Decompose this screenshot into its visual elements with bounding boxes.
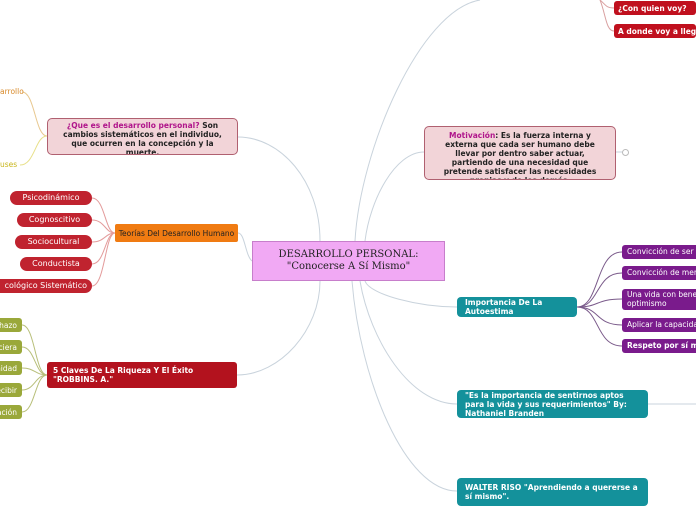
claves-item-label: chazo	[0, 320, 17, 330]
link-branden	[359, 280, 458, 405]
central-topic-line1: DESARROLLO PERSONAL:	[278, 249, 419, 260]
autoestima-item-conviccion-ser[interactable]: Convicción de ser co	[622, 245, 696, 259]
link-riso	[351, 280, 458, 492]
teorias-item-sociocultural[interactable]: Sociocultural	[15, 235, 92, 249]
claves-item-label: ecibir	[0, 385, 17, 395]
teorias-item-cognoscitivo[interactable]: Cognoscitivo	[17, 213, 92, 227]
link-auto-1	[576, 251, 623, 308]
link-top	[354, 0, 481, 242]
autoestima-item-conviccion-merecer[interactable]: Convicción de merec	[622, 266, 696, 280]
branden-node[interactable]: "Es la importancia de sentirnos aptos pa…	[457, 390, 648, 418]
autoestima-item-vida-benevolencia[interactable]: Una vida con benev optimismo	[622, 289, 696, 310]
link-claves	[236, 280, 321, 376]
autoestima-node[interactable]: Importancia De La Autoestima	[457, 297, 577, 317]
motivacion-title: Motivación	[449, 131, 496, 140]
definicion-answer: Son cambios sistemáticos en el individuo…	[63, 121, 222, 155]
a-donde-voy-node[interactable]: A donde voy a llegor	[614, 24, 696, 38]
left-leaf-uses[interactable]: uses	[0, 160, 18, 169]
link-cla-5	[21, 374, 48, 413]
link-def-sub1	[21, 91, 48, 137]
teorias-item-ecologico[interactable]: cológico Sistemático	[0, 279, 92, 293]
link-definicion	[237, 136, 321, 242]
link-top-sub1	[599, 0, 615, 9]
teorias-item-label: Sociocultural	[27, 237, 80, 247]
riso-label: WALTER RISO "Aprendiendo a quererse a sí…	[465, 483, 638, 501]
autoestima-label: Importancia De La Autoestima	[465, 298, 543, 316]
con-quien-voy-label: ¿Con quien voy?	[618, 3, 687, 13]
riso-node[interactable]: WALTER RISO "Aprendiendo a quererse a sí…	[457, 478, 648, 506]
link-auto-5	[576, 306, 623, 347]
autoestima-item-label: Aplicar la capacidad	[627, 319, 696, 329]
link-teo-2	[91, 219, 116, 234]
teorias-item-conductista[interactable]: Conductista	[20, 257, 92, 271]
autoestima-item-aplicar-capacidad[interactable]: Aplicar la capacidad	[622, 318, 696, 332]
motivacion-text: : Es la fuerza interna y externa que cad…	[443, 131, 597, 179]
link-auto-3	[576, 298, 623, 308]
a-donde-voy-label: A donde voy a llegor	[618, 26, 696, 36]
link-autoestima	[364, 280, 458, 308]
claves-item-comunidad[interactable]: nidad	[0, 361, 22, 375]
claves-item-financiera[interactable]: nciera	[0, 340, 22, 354]
autoestima-item-label: Convicción de merec	[627, 267, 696, 277]
link-auto-2	[576, 272, 623, 308]
branden-label: "Es la importancia de sentirnos aptos pa…	[465, 390, 627, 418]
claves-item-label: nidad	[0, 363, 17, 373]
teorias-item-label: Psicodinámico	[22, 193, 80, 203]
claves-item-admiracion[interactable]: ración	[0, 405, 22, 419]
central-topic[interactable]: DESARROLLO PERSONAL: "Conocerse A Sí Mis…	[252, 241, 445, 281]
claves-item-label: ración	[0, 407, 17, 417]
teorias-node[interactable]: Teorías Del Desarrollo Humano	[115, 224, 238, 242]
definicion-node[interactable]: ¿Que es el desarrollo personal? Son camb…	[47, 118, 238, 155]
definicion-question: ¿Que es el desarrollo personal?	[66, 121, 200, 130]
autoestima-item-label: Convicción de ser co	[627, 246, 696, 256]
motivacion-collapse-circle[interactable]	[622, 149, 629, 156]
con-quien-voy-node[interactable]: ¿Con quien voy?	[614, 1, 696, 15]
claves-item-rechazo[interactable]: chazo	[0, 318, 22, 332]
claves-item-label: nciera	[0, 342, 17, 352]
link-teo-4	[91, 232, 116, 265]
link-cla-4	[21, 374, 48, 391]
link-cla-1	[21, 324, 48, 376]
teorias-item-psicodinamico[interactable]: Psicodinámico	[10, 191, 92, 205]
teorias-label: Teorías Del Desarrollo Humano	[118, 228, 235, 238]
link-auto-4	[576, 306, 623, 326]
link-cla-2	[21, 346, 48, 376]
autoestima-item-label: Respeto por sí mis	[627, 340, 696, 350]
teorias-item-label: Conductista	[32, 259, 80, 269]
teorias-item-label: cológico Sistemático	[4, 281, 87, 291]
central-topic-line2: "Conocerse A Sí Mismo"	[286, 261, 411, 272]
autoestima-item-respeto[interactable]: Respeto por sí mis	[622, 339, 696, 353]
link-teo-5	[91, 232, 116, 287]
teorias-item-label: Cognoscitivo	[28, 215, 81, 225]
claves-node[interactable]: 5 Claves De La Riqueza Y El Éxito "ROBBI…	[47, 362, 237, 388]
link-motivacion	[364, 151, 425, 242]
motivacion-node[interactable]: Motivación: Es la fuerza interna y exter…	[424, 126, 616, 180]
link-top-sub2	[599, 0, 615, 32]
autoestima-item-label: Una vida con benev optimismo	[627, 289, 696, 308]
link-teorias	[237, 232, 253, 262]
link-def-sub2	[19, 135, 48, 166]
claves-label: 5 Claves De La Riqueza Y El Éxito "ROBBI…	[53, 366, 194, 384]
left-leaf-arrollo[interactable]: arrollo	[0, 87, 24, 96]
claves-item-recibir[interactable]: ecibir	[0, 383, 22, 397]
link-teo-1	[91, 197, 116, 234]
